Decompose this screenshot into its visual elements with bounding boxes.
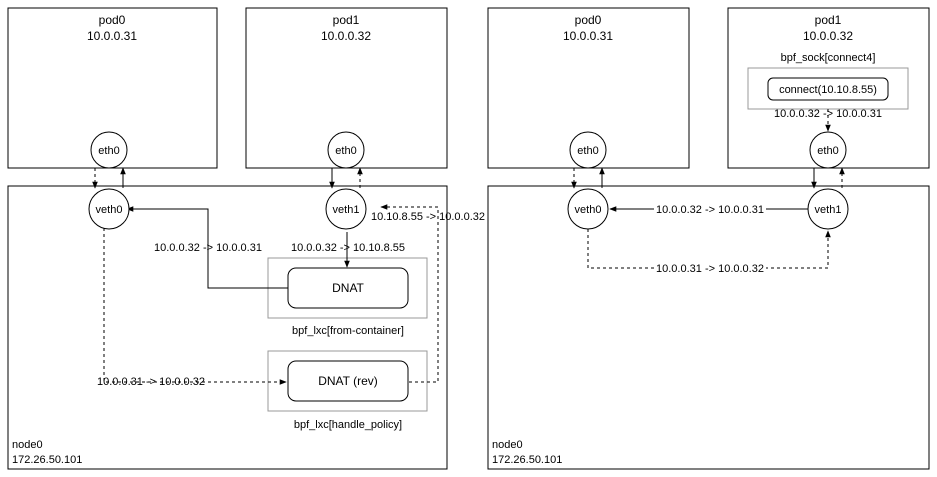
right-scenario: node0 172.26.50.101 pod0 10.0.0.31 pod1 …	[487, 7, 930, 470]
left-flow-dnat-to-veth0: 10.0.0.32 -> 10.0.0.31	[154, 242, 262, 254]
left-veth1-circle	[325, 188, 367, 230]
left-node-box	[7, 185, 448, 470]
left-node-ip: 172.26.50.101	[12, 454, 82, 466]
left-dnat-rev-box	[287, 360, 409, 402]
left-flow-veth0-to-rev: 10.0.0.31 -> 10.0.0.32	[97, 376, 205, 388]
right-node-ip: 172.26.50.101	[492, 454, 562, 466]
right-pod1-ip: 10.0.0.32	[803, 29, 853, 43]
right-node-box	[487, 185, 930, 470]
right-pod0-ip: 10.0.0.31	[563, 29, 613, 43]
left-veth0-label: veth0	[96, 204, 123, 216]
left-pod1-name: pod1	[333, 13, 360, 27]
right-flow-veth0-to-veth1: 10.0.0.31 -> 10.0.0.32	[656, 263, 764, 275]
left-pod0-eth0-label: eth0	[98, 145, 119, 157]
right-veth1-label: veth1	[815, 204, 842, 216]
right-pod1-eth0-circle	[809, 131, 847, 169]
right-flow-veth1-to-veth0: 10.0.0.32 -> 10.0.0.31	[656, 204, 764, 216]
right-flow-label-bg-top	[654, 202, 766, 216]
left-veth0-circle	[88, 188, 130, 230]
right-node-name: node0	[492, 439, 523, 451]
left-pod0-ip: 10.0.0.31	[87, 29, 137, 43]
right-pod0-name: pod0	[575, 13, 602, 27]
left-flow-veth1-to-dnat: 10.0.0.32 -> 10.10.8.55	[291, 242, 405, 254]
left-pod0-name: pod0	[99, 13, 126, 27]
left-pod1-box	[245, 7, 448, 169]
left-dnat-label: DNAT	[332, 281, 364, 295]
right-veth0-circle	[567, 188, 609, 230]
right-sock-rewrite: 10.0.0.32 -> 10.0.0.31	[774, 108, 882, 120]
left-dnat-rev-label: DNAT (rev)	[318, 374, 378, 388]
right-connect-box	[767, 77, 889, 101]
left-pod1-eth0-circle	[327, 131, 365, 169]
right-pod0-eth0-circle	[569, 131, 607, 169]
left-flow-rev-to-veth1: 10.10.8.55 -> 10.0.0.32	[371, 211, 485, 223]
right-veth0-label: veth0	[575, 204, 602, 216]
right-flow-label-bg-bottom	[654, 261, 766, 275]
right-sock-program: bpf_sock[connect4]	[781, 52, 876, 64]
right-pod1-eth0-label: eth0	[817, 145, 838, 157]
left-pod1-ip: 10.0.0.32	[321, 29, 371, 43]
left-dnat-to-veth0-arrow	[126, 206, 288, 289]
left-node-name: node0	[12, 439, 43, 451]
left-dnat-program: bpf_lxc[from-container]	[292, 325, 404, 337]
left-dnat-rev-to-veth1-arrow	[380, 204, 439, 383]
left-pod0-eth0-circle	[90, 131, 128, 169]
right-pod1-name: pod1	[815, 13, 842, 27]
right-pod0-eth0-label: eth0	[577, 145, 598, 157]
left-dnat-rev-program: bpf_lxc[handle_policy]	[294, 419, 402, 431]
left-veth1-label: veth1	[333, 204, 360, 216]
left-pod1-eth0-label: eth0	[335, 145, 356, 157]
right-veth1-circle	[807, 188, 849, 230]
left-scenario: node0 172.26.50.101 pod0 10.0.0.31 pod1 …	[7, 7, 485, 470]
right-connect-label: connect(10.10.8.55)	[779, 84, 877, 96]
